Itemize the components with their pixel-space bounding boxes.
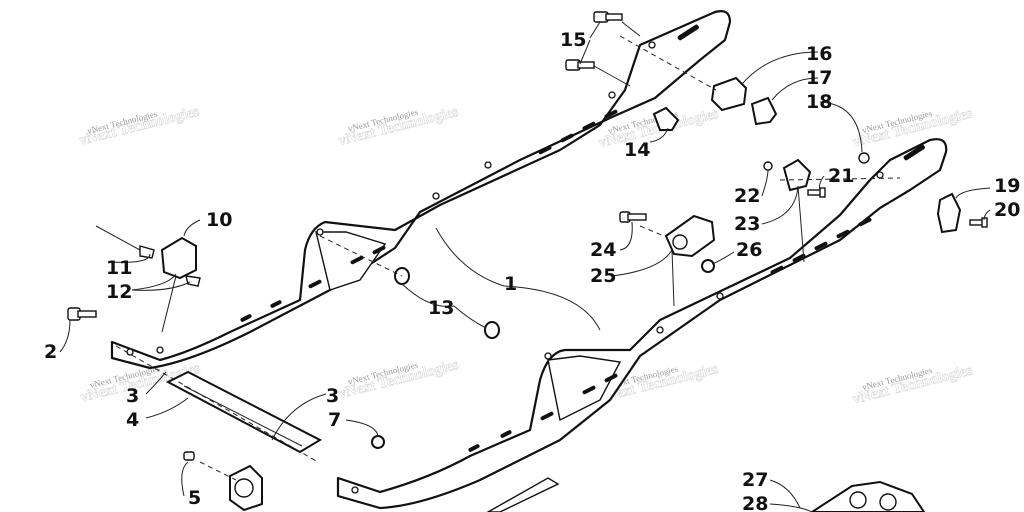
callout-3-left: 3: [126, 385, 139, 407]
callout-25: 25: [590, 265, 616, 287]
nut-part-7: [371, 435, 385, 449]
callout-labels: 1 2 3 3 4 5 7 10 11 12 13 14 15 16 17 18…: [44, 29, 1020, 512]
screw-part-21: [807, 187, 826, 198]
callout-16: 16: [806, 43, 832, 65]
clip-part-12: [185, 275, 201, 287]
callout-22: 22: [734, 185, 760, 207]
bolt-part-24: [619, 211, 647, 223]
callout-27: 27: [742, 469, 768, 491]
wear-strip: [486, 477, 560, 512]
callout-7: 7: [328, 409, 341, 431]
callout-15: 15: [560, 29, 586, 51]
leader-lines: [59, 21, 991, 512]
spacer-part-17: [750, 96, 778, 126]
left-slide-rail: [110, 10, 732, 370]
callout-12: 12: [106, 281, 132, 303]
nut-part-22: [763, 161, 773, 171]
block-part-23: [782, 158, 812, 192]
bracket-part-10: [160, 236, 197, 280]
wheel-bracket-part-25: [664, 214, 716, 258]
right-slide-rail: [336, 138, 948, 510]
stopper-part-14: [652, 106, 680, 131]
callout-19: 19: [994, 175, 1020, 197]
axle-tube-part-4: [165, 370, 323, 454]
callout-4: 4: [126, 409, 139, 431]
nut-part-18: [858, 152, 870, 164]
watermark-group: vNext Technologies vNext Technologies vN…: [77, 103, 974, 408]
callout-20: 20: [994, 199, 1020, 221]
bumper-block-part-16: [710, 76, 748, 112]
wheel-part-5: [183, 451, 263, 512]
callout-18: 18: [806, 91, 832, 113]
bolt-part-15-upper: [593, 11, 623, 23]
pin-part-11: [95, 225, 155, 259]
callout-26: 26: [736, 239, 762, 261]
callout-10: 10: [206, 209, 232, 231]
callout-2: 2: [44, 341, 57, 363]
callout-3-right: 3: [326, 385, 339, 407]
callout-5: 5: [188, 487, 201, 509]
callout-14: 14: [624, 139, 650, 161]
callout-23: 23: [734, 213, 760, 235]
callout-1: 1: [504, 273, 517, 295]
callout-21: 21: [828, 165, 854, 187]
washer-part-13-lower: [484, 321, 500, 339]
callout-28: 28: [742, 493, 768, 512]
callout-11: 11: [106, 257, 132, 279]
bracket-part-19: [936, 192, 962, 234]
callout-24: 24: [590, 239, 616, 261]
callout-13: 13: [428, 297, 454, 319]
bogie-part-27-28: [810, 480, 926, 512]
nut-part-26: [701, 259, 715, 273]
bolt-part-15-lower: [565, 59, 595, 71]
bolt-part-2: [67, 307, 97, 321]
callout-17: 17: [806, 67, 832, 89]
